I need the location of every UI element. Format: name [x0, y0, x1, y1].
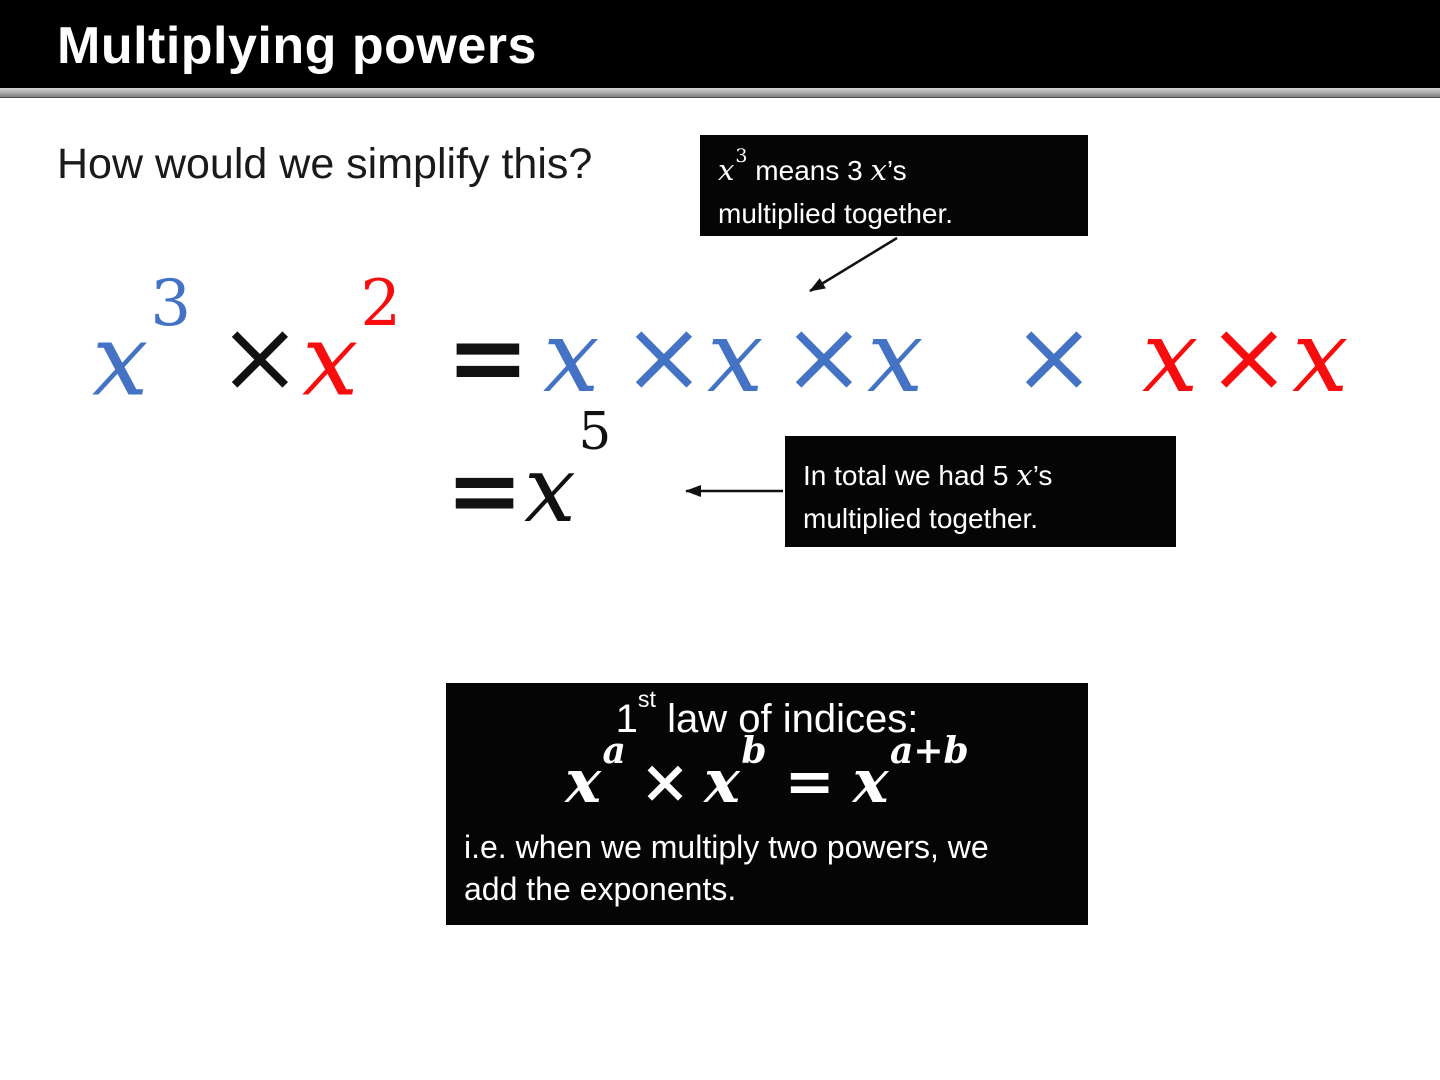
term-base: x [302, 301, 359, 419]
law-of-indices-box: 1st law of indices: xa×xb=xa+b i.e. when… [446, 683, 1088, 925]
callout-line: x3 means 3 x’s [718, 144, 1070, 193]
equation-row-expansion: x3 × x2 = x × x × x × x × x [0, 272, 1440, 427]
multiply-operator: × [218, 298, 302, 415]
equals-sign: = [446, 298, 530, 416]
callout-x-cubed-meaning: x3 means 3 x’s multiplied together. [700, 135, 1088, 236]
formula-exponent-b: b [741, 730, 767, 772]
callout-line: multiplied together. [803, 502, 1039, 534]
formula-equals-sign: = [784, 747, 835, 817]
law-formula: xa×xb=xa+b [464, 730, 1070, 818]
page-title: Multiplying powers [57, 17, 537, 75]
equals-sign: = [446, 436, 524, 544]
heading-number: 1 [615, 697, 638, 741]
law-note: i.e. when we multiply two powers, we add… [464, 826, 1070, 910]
term-exponent: 3 [150, 266, 192, 341]
math-exponent: 3 [735, 144, 748, 167]
term-exponent: 2 [360, 266, 402, 341]
term-x-cubed: x3 [92, 272, 191, 410]
question-text: How would we simplify this? [57, 140, 593, 188]
term-x-squared: x2 [302, 272, 401, 410]
callout-line: multiplied together. [718, 197, 954, 229]
arrow-from-means-callout [809, 236, 898, 293]
expanded-x-4: x [1142, 298, 1199, 415]
formula-x: x [565, 747, 602, 817]
multiply-sign-3: × [1207, 298, 1291, 415]
callout-text: means 3 [747, 155, 871, 186]
law-note-line-2: add the exponents. [464, 871, 737, 908]
callout-total-count: In total we had 5 x’s multiplied togethe… [785, 436, 1176, 547]
formula-x: x [852, 747, 889, 817]
result-x-to-fifth: x5 [524, 406, 611, 536]
callout-text: ’s [886, 155, 907, 186]
title-bar: Multiplying powers [0, 0, 1440, 88]
callout-text: ’s [1032, 460, 1053, 491]
term-base: x [524, 436, 576, 543]
multiply-sign-2: × [782, 298, 866, 415]
multiply-sign-1: × [622, 298, 706, 415]
expanded-x-5: x [1292, 298, 1349, 415]
callout-text: In total we had 5 [803, 460, 1017, 491]
expanded-x-3: x [867, 298, 924, 415]
term-exponent: 5 [578, 402, 612, 463]
ordinal-suffix: st [637, 686, 656, 713]
math-x: x [718, 153, 735, 187]
title-divider [0, 88, 1440, 98]
multiply-sign-separator: × [1012, 298, 1096, 415]
law-heading: 1st law of indices: [464, 686, 1070, 745]
heading-text: law of indices: [655, 697, 919, 741]
formula-exponent-a-plus-b: a+b [890, 730, 969, 772]
equation-row-result: = x5 [0, 406, 1440, 559]
expanded-x-2: x [707, 298, 764, 415]
formula-multiply-sign: × [639, 747, 691, 817]
math-x: x [1016, 458, 1033, 492]
expanded-x-1: x [543, 298, 600, 415]
callout-line: In total we had 5 x’s [803, 453, 1158, 498]
math-x: x [870, 153, 887, 187]
formula-exponent-a: a [602, 730, 626, 772]
term-base: x [92, 301, 149, 419]
law-note-line-1: i.e. when we multiply two powers, we [464, 828, 989, 865]
formula-x: x [704, 747, 740, 817]
